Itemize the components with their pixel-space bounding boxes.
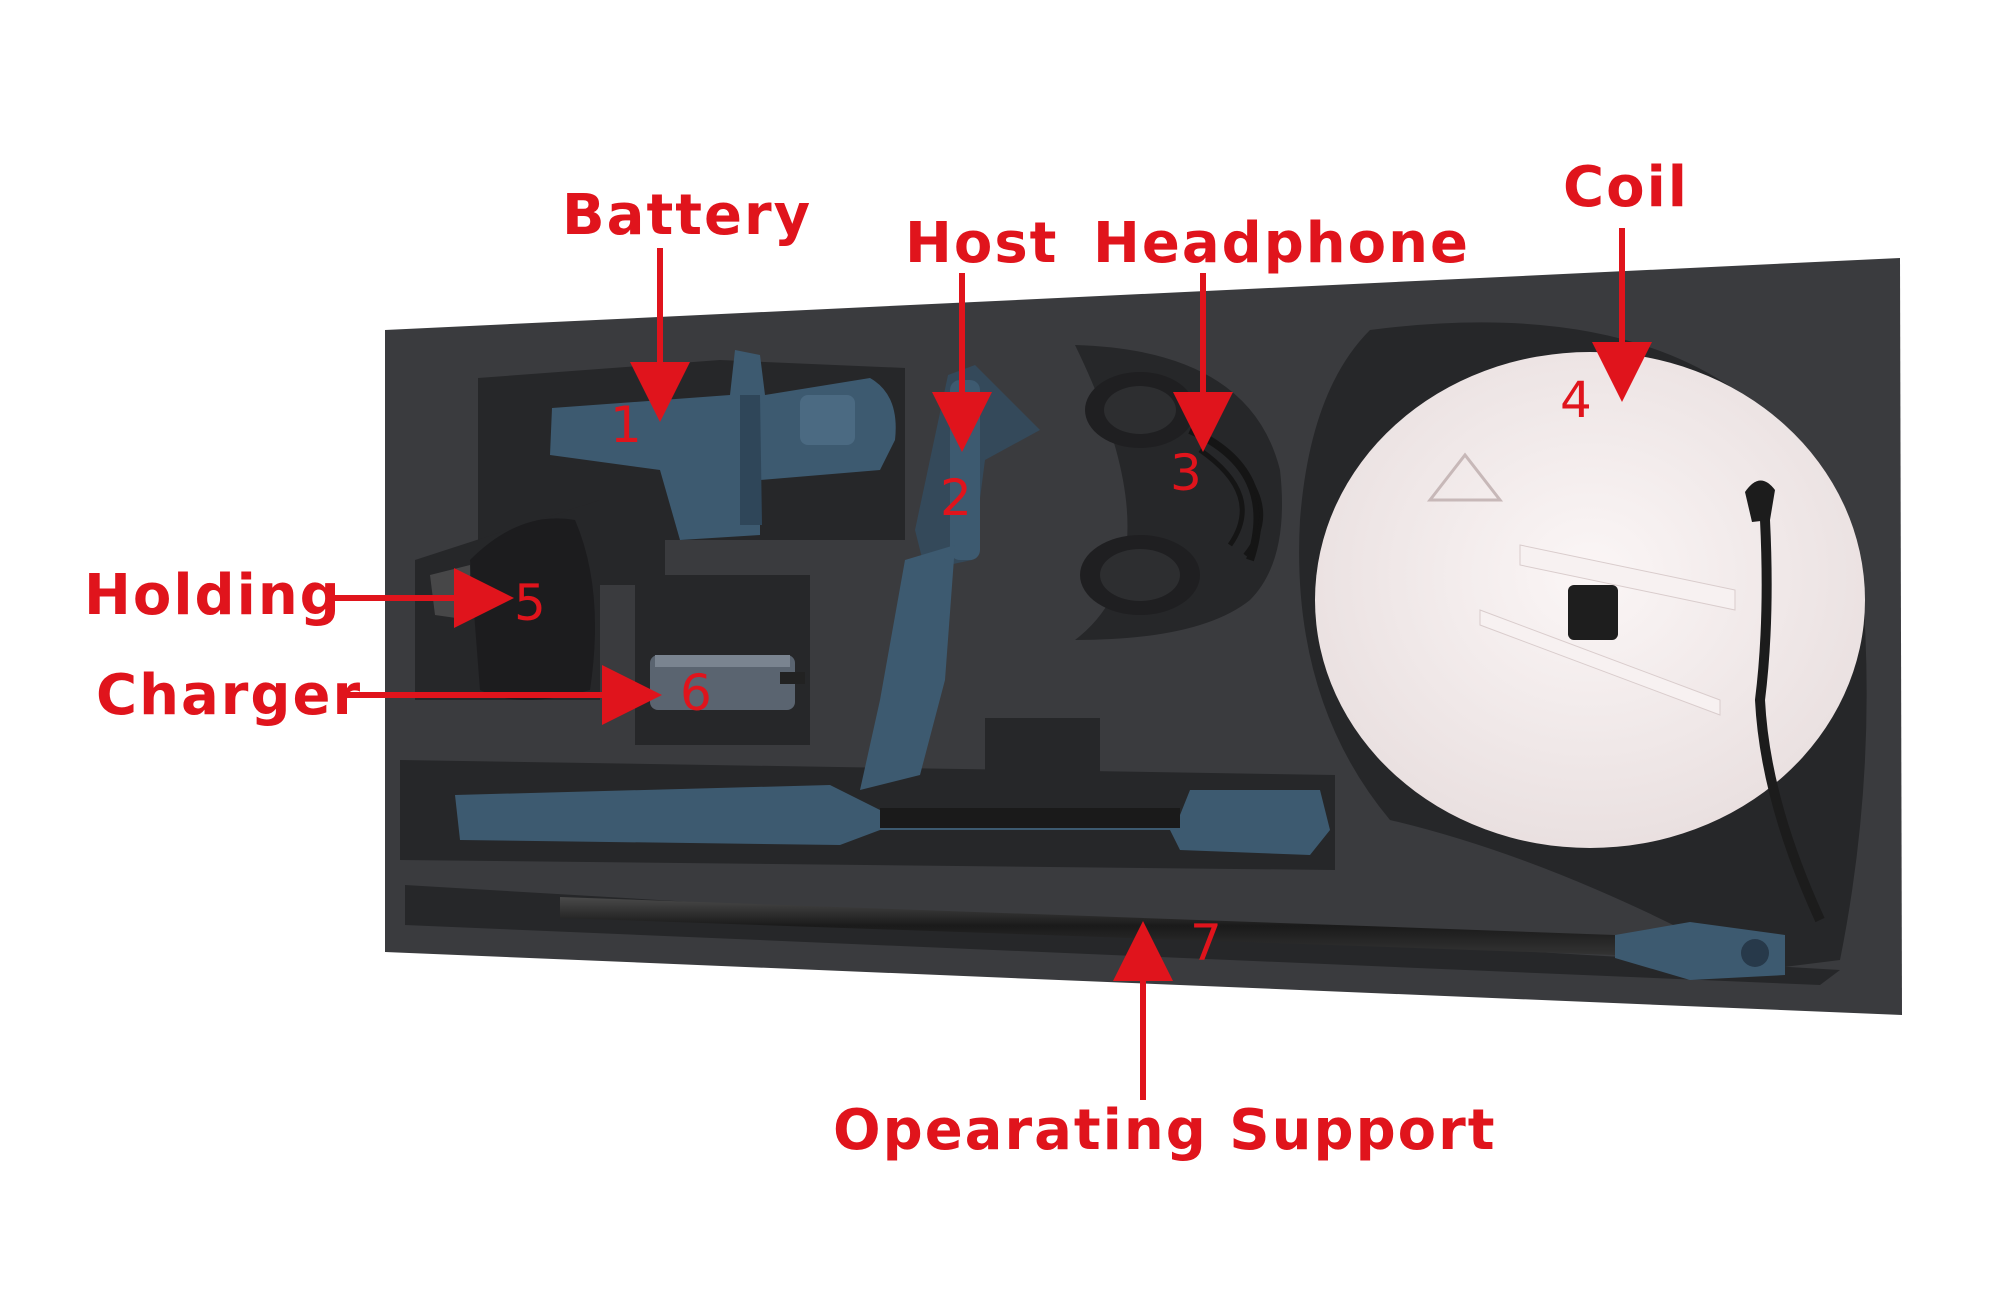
- headphone-label: Headphone: [1093, 211, 1470, 276]
- holding-number: 5: [514, 574, 546, 632]
- operating-support-rod: [560, 897, 1785, 980]
- coil-number: 4: [1560, 371, 1592, 429]
- coil-label: Coil: [1563, 155, 1689, 220]
- battery-label: Battery: [562, 183, 813, 248]
- charger-number: 6: [680, 664, 712, 722]
- headphone-number: 3: [1170, 444, 1202, 502]
- operating-support-label: Opearating Support: [833, 1098, 1497, 1163]
- battery-unit: [550, 350, 896, 540]
- host-label: Host: [905, 211, 1059, 276]
- headphones: [1080, 372, 1264, 615]
- charger: [650, 655, 805, 710]
- battery-number: 1: [610, 396, 642, 454]
- search-coil: [1315, 352, 1865, 923]
- lower-shaft: [455, 785, 1330, 855]
- annotation-arrows: [330, 228, 1652, 1100]
- host-number: 2: [940, 469, 972, 527]
- holding-label: Holding: [84, 563, 342, 628]
- operating-support-number: 7: [1190, 914, 1222, 972]
- charger-label: Charger: [96, 663, 363, 728]
